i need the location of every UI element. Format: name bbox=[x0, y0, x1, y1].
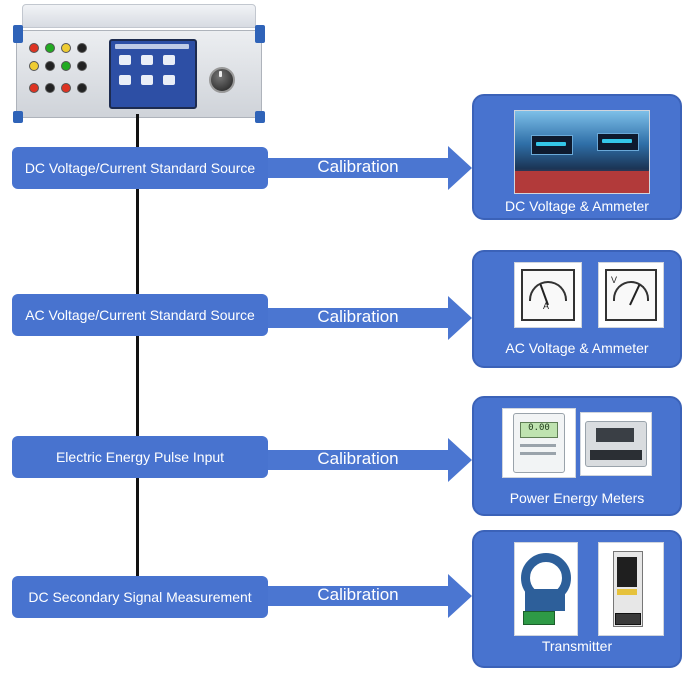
standard-source-instrument bbox=[13, 4, 265, 123]
din-energy-meter-photo: 0.00 bbox=[502, 408, 576, 478]
target-label: Power Energy Meters bbox=[509, 490, 645, 506]
arrow-right-icon bbox=[268, 146, 472, 190]
instrument-top-cover bbox=[22, 4, 256, 28]
source-label: Electric Energy Pulse Input bbox=[55, 449, 225, 465]
target-card-transmitter: Transmitter bbox=[472, 530, 682, 668]
arrow-right-icon bbox=[268, 438, 472, 482]
target-label: AC Voltage & Ammeter bbox=[505, 340, 649, 356]
target-card-energy-meters: 0.00 Power Energy Meters bbox=[472, 396, 682, 516]
calibration-arrow: Calibration bbox=[268, 572, 472, 620]
calibration-arrow: Calibration bbox=[268, 436, 472, 484]
source-label: DC Secondary Signal Measurement bbox=[28, 589, 252, 605]
voltmeter-photo: V bbox=[598, 262, 664, 328]
connector-trunk-line bbox=[136, 114, 139, 576]
instrument-corner bbox=[255, 111, 265, 123]
arrow-right-icon bbox=[268, 296, 472, 340]
instrument-corner bbox=[255, 25, 265, 43]
current-transducer-photo bbox=[514, 542, 578, 636]
source-box-energy-pulse: Electric Energy Pulse Input bbox=[12, 436, 268, 478]
arrow-label: Calibration bbox=[317, 307, 399, 326]
instrument-corner bbox=[13, 25, 23, 43]
meter-scale-label: A bbox=[543, 301, 550, 311]
calibration-arrow: Calibration bbox=[268, 294, 472, 342]
source-box-dc-standard: DC Voltage/Current Standard Source bbox=[12, 147, 268, 189]
target-label: Transmitter bbox=[541, 638, 613, 654]
control-knob-icon bbox=[209, 67, 235, 93]
ammeter-photo: A bbox=[514, 262, 582, 328]
instrument-touchscreen bbox=[109, 39, 197, 109]
din-transmitter-photo bbox=[598, 542, 664, 636]
arrow-label: Calibration bbox=[317, 157, 399, 176]
calibration-arrow: Calibration bbox=[268, 144, 472, 192]
dc-meter-photo bbox=[514, 110, 650, 194]
source-box-ac-standard: AC Voltage/Current Standard Source bbox=[12, 294, 268, 336]
arrow-label: Calibration bbox=[317, 449, 399, 468]
meter-scale-label: V bbox=[611, 275, 618, 285]
arrow-right-icon bbox=[268, 574, 472, 618]
target-label: DC Voltage & Ammeter bbox=[505, 198, 649, 214]
instrument-front-panel bbox=[13, 25, 265, 123]
source-label: AC Voltage/Current Standard Source bbox=[25, 307, 255, 323]
terminal-jacks bbox=[27, 41, 97, 107]
instrument-corner bbox=[13, 111, 23, 123]
source-label: DC Voltage/Current Standard Source bbox=[24, 160, 256, 176]
meter-lcd: 0.00 bbox=[520, 422, 558, 438]
target-card-dc-meters: DC Voltage & Ammeter bbox=[472, 94, 682, 220]
source-box-dc-secondary: DC Secondary Signal Measurement bbox=[12, 576, 268, 618]
target-card-ac-meters: A V AC Voltage & Ammeter bbox=[472, 250, 682, 368]
arrow-label: Calibration bbox=[317, 585, 399, 604]
three-phase-meter-photo bbox=[580, 412, 652, 476]
